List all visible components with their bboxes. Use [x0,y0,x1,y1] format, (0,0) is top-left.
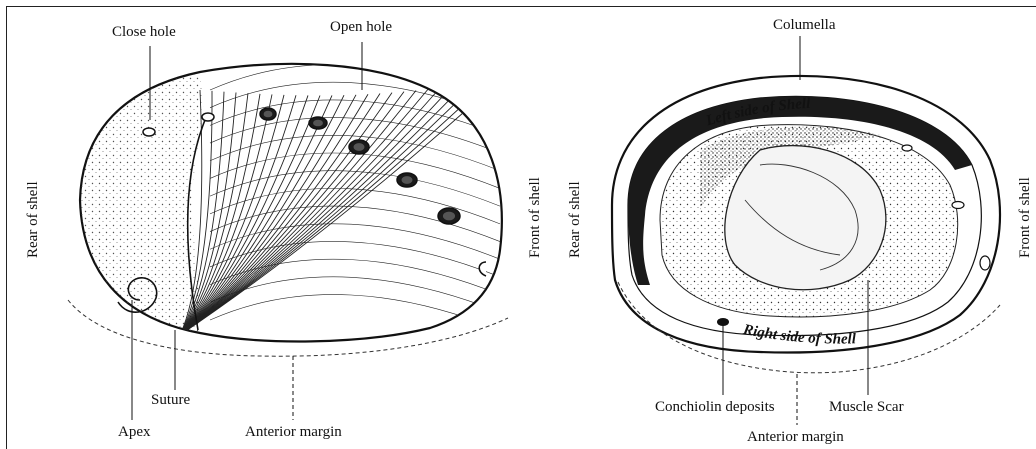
suture-label: Suture [151,393,190,408]
columella-label: Columella [773,18,836,33]
close-hole-label: Close hole [112,25,176,40]
right-front-of-shell-label: Front of shell [1018,177,1033,258]
closed-hole [202,113,214,121]
muscle-scar-shape [725,146,886,290]
open-hole-inner [313,120,323,127]
apex-label: Apex [118,425,151,440]
open-hole-inner [443,212,455,221]
muscle-scar-label: Muscle Scar [829,400,904,415]
closed-hole [143,128,155,136]
left-shell-exterior [68,42,508,420]
open-hole-inner [354,143,365,151]
open-hole-inner [264,111,273,118]
left-rear-of-shell-label: Rear of shell [26,181,41,258]
open-hole-label: Open hole [330,20,392,35]
conchiolin-deposits-label: Conchiolin deposits [655,400,775,415]
right-shell-interior: Left side of Shell Right side of Shell [612,36,1000,425]
conchiolin-deposit [717,318,729,326]
left-front-of-shell-label: Front of shell [528,177,543,258]
right-anterior-margin-label: Anterior margin [747,430,844,445]
right-rear-of-shell-label: Rear of shell [568,181,583,258]
left-anterior-margin-label: Anterior margin [245,425,342,440]
open-hole-inner [402,176,413,184]
